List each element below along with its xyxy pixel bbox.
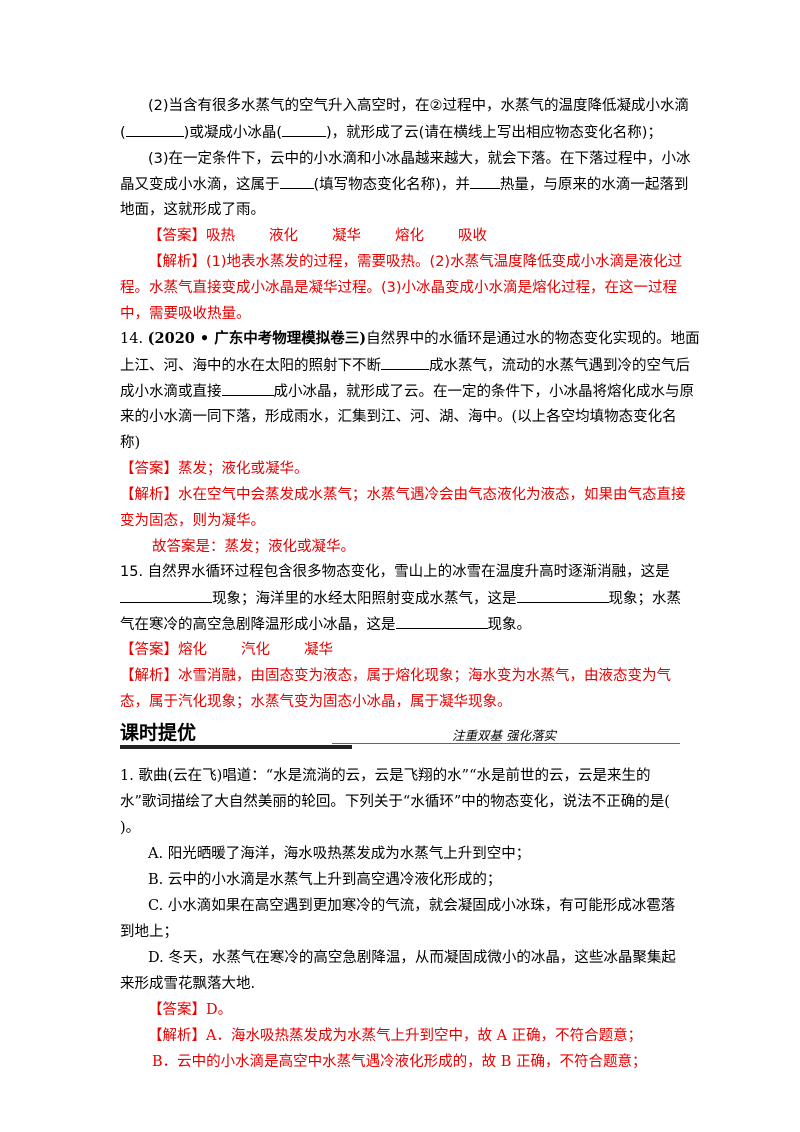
q1-line2: 水”歌词描绘了大自然美丽的轮回。下列关于“水循环”中的物态变化，说法不正确的是(: [120, 794, 670, 810]
q1-line3: )。: [120, 820, 141, 836]
q1-option-c-line1[interactable]: C. 小水滴如果在高空遇到更加寒冷的气流，就会凝固成小冰珠，有可能形成冰雹落: [148, 898, 676, 914]
q13-part3-line3: 地面，这就形成了雨。: [120, 202, 265, 218]
section-heading: 课时提优 注重双基 强化落实: [120, 718, 680, 750]
q14-analysis-line2: 变为固态，则为凝华。: [120, 513, 265, 529]
section-rule: [332, 743, 680, 744]
answer-blank[interactable]: [120, 586, 212, 603]
section-subtitle: 注重双基 强化落实: [452, 728, 556, 743]
q14-line5: 称): [120, 435, 141, 451]
q13-part2-line1: (2)当含有很多水蒸气的空气升入高空时，在②过程中，水蒸气的温度降低凝成小水滴: [148, 98, 690, 114]
q15-answer: 【答案】熔化汽化凝华: [120, 642, 333, 658]
q15-line1: 15. 自然界水循环过程包含很多物态变化，雪山上的冰雪在温度升高时逐渐消融，这是: [120, 564, 670, 580]
answer-blank[interactable]: [125, 120, 184, 137]
q13-analysis-line3: 中，需要吸收热量。: [120, 306, 251, 322]
q14-line1: 14. (2020 • 广东中考物理模拟卷三)自然界中的水循环是通过水的物态变化…: [120, 330, 700, 347]
q13-analysis-line2: 程。水蒸气直接变成小冰晶是凝华过程。(3)小冰晶变成小水滴是熔化过程，在这一过程: [120, 280, 678, 296]
q13-part3-line1: (3)在一定条件下，云中的小水滴和小冰晶越来越大，就会下落。在下落过程中，小冰: [148, 151, 691, 167]
q15-line3: 气在寒冷的高空急剧降温形成小冰晶，这是现象。: [120, 612, 531, 634]
answer-blank[interactable]: [282, 120, 326, 137]
q14-line2: 上江、河、海中的水在太阳的照射下不断成水蒸气，流动的水蒸气遇到冷的空气后: [120, 353, 690, 375]
answer-blank[interactable]: [516, 586, 609, 603]
q1-analysis-a: 【解析】A．海水吸热蒸发成为水蒸气上升到空中，故 A 正确，不符合题意；: [148, 1028, 643, 1044]
q15-analysis-line2: 态，属于汽化现象；水蒸气变为固态小冰晶，属于凝华现象。: [120, 694, 512, 710]
q15-analysis-line1: 【解析】冰雪消融，由固态变为液态，属于熔化现象；海水变为水蒸气，由液态变为气: [120, 668, 671, 684]
q1-option-d-line1[interactable]: D. 冬天，水蒸气在寒冷的高空急剧降温，从而凝固成微小的冰晶，这些冰晶聚集起: [148, 950, 676, 966]
q1-line1: 1. 歌曲(云在飞)唱道：“水是流淌的云，云是飞翔的水”“水是前世的云，云是来生…: [120, 768, 651, 784]
q1-option-b[interactable]: B. 云中的小水滴是水蒸气上升到高空遇冷液化形成的；: [148, 872, 502, 888]
q13-answer: 【答案】吸热液化凝华熔化吸收: [148, 228, 487, 244]
q13-part3-line2: 晶又变成小水滴，这属于(填写物态变化名称)，并热量，与原来的水滴一起落到: [120, 172, 688, 194]
q13-part2-line2: ()或凝成小冰晶()，就形成了云(请在横线上写出相应物态变化名称)；: [120, 120, 662, 142]
q1-option-c-line2: 到地上；: [120, 924, 178, 940]
q1-option-d-line2: 来形成雪花飘落大地.: [120, 976, 256, 992]
q14-answer: 【答案】蒸发；液化或凝华。: [120, 461, 309, 477]
q1-analysis-b: B．云中的小水滴是高空中水蒸气遇冷液化形成的，故 B 正确，不符合题意；: [152, 1054, 647, 1070]
q14-line3: 成小水滴或直接成小冰晶，就形成了云。在一定的条件下，小冰晶将熔化成水与原: [120, 379, 694, 401]
section-title: 课时提优: [120, 722, 197, 744]
answer-blank[interactable]: [381, 353, 429, 370]
answer-blank[interactable]: [469, 172, 500, 189]
answer-blank[interactable]: [279, 172, 314, 189]
q1-answer: 【答案】D。: [148, 1002, 233, 1018]
q1-option-a[interactable]: A. 阳光晒暖了海洋，海水吸热蒸发成为水蒸气上升到空中；: [148, 846, 531, 862]
q15-line2: 现象；海洋里的水经太阳照射变成水蒸气，这是现象；水蒸: [120, 586, 681, 608]
q14-analysis-line1: 【解析】水在空气中会蒸发成水蒸气；水蒸气遇冷会由气态液化为液态，如果由气态直接: [120, 487, 686, 503]
q13-analysis-line1: 【解析】(1)地表水蒸发的过程，需要吸热。(2)水蒸气温度降低变成小水滴是液化过: [148, 254, 683, 270]
q14-conclusion: 故答案是：蒸发；液化或凝华。: [152, 539, 355, 555]
section-title-underline: [120, 745, 352, 749]
answer-blank[interactable]: [395, 612, 488, 629]
answer-blank[interactable]: [221, 379, 274, 396]
q14-line4: 来的小水滴一同下落，形成雨水，汇集到江、河、湖、海中。(以上各空均填物态变化名: [120, 409, 677, 425]
